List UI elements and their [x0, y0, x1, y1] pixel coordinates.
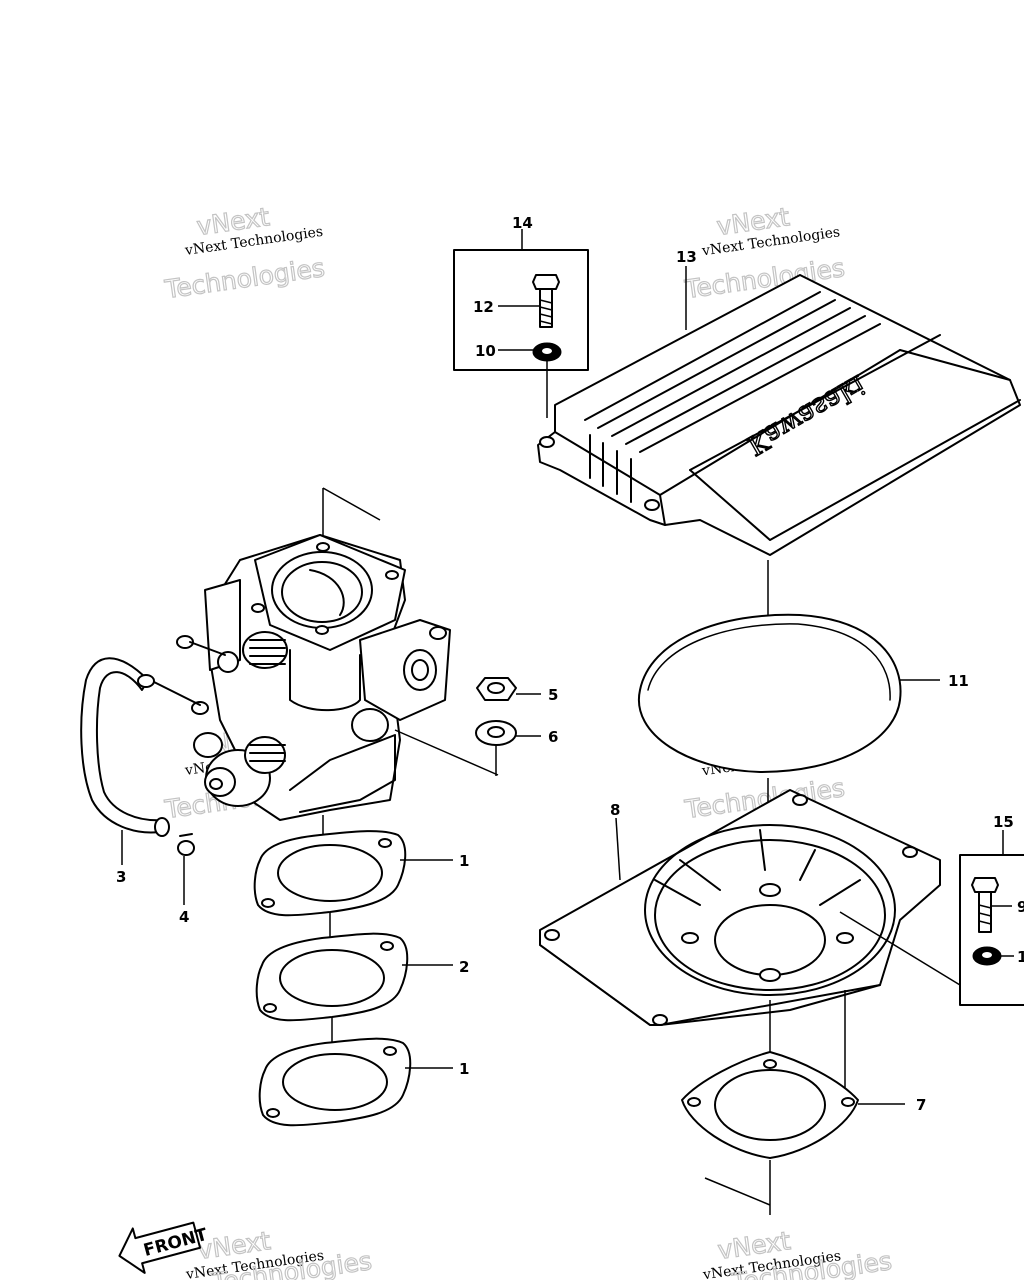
callout-6: 6	[548, 728, 558, 746]
callout-3: 3	[116, 868, 126, 886]
watermark-bottom-left: vNext vNext Technologies Technologies	[184, 1225, 374, 1280]
part-8-filter-base	[539, 789, 941, 1026]
part-2-gasket-middle	[255, 932, 453, 1022]
part-group-15-box	[839, 830, 1024, 1006]
callout-11: 11	[948, 672, 969, 690]
callout-5: 5	[548, 686, 558, 704]
part-1-gasket-lower	[258, 1037, 453, 1127]
part-11-air-filter-element	[637, 613, 940, 773]
part-3-breather-hose	[80, 657, 170, 865]
callout-1-lower: 1	[459, 1060, 469, 1078]
watermark-bottom-right: vNext vNext Technologies Technologies	[701, 1225, 894, 1280]
callout-10: 10	[475, 342, 496, 360]
callout-7: 7	[916, 1096, 926, 1114]
part-7-base-gasket	[681, 1051, 905, 1159]
part-10-washer	[498, 342, 562, 362]
callout-14: 14	[512, 214, 533, 232]
part-5-nut	[476, 677, 541, 701]
part-group-14-box	[453, 229, 589, 371]
callout-2: 2	[459, 958, 469, 976]
callout-1-upper: 1	[459, 852, 469, 870]
part-13-intake-cover: Kawasaki	[537, 266, 1021, 556]
callout-15: 15	[993, 813, 1014, 831]
watermark-text: Technologies	[162, 253, 326, 304]
callout-4: 4	[179, 908, 189, 926]
callout-12: 12	[473, 298, 494, 316]
part-1-gasket-upper	[253, 830, 453, 917]
part-6-washer	[475, 720, 541, 776]
part-4-hose-clamp	[177, 833, 195, 905]
callout-labels: 14 13 12 10 11 5 6 8 15 9 10 1 2 1 3 4 7	[116, 214, 1024, 1114]
callout-9: 9	[1017, 898, 1024, 916]
part-12-bolt	[498, 274, 560, 328]
carburetor-assembly	[149, 487, 499, 835]
callout-8: 8	[610, 801, 620, 819]
watermark-top-left: vNext vNext Technologies Technologies	[162, 202, 327, 305]
callout-13: 13	[676, 248, 697, 266]
callout-10-right: 10	[1017, 948, 1024, 966]
